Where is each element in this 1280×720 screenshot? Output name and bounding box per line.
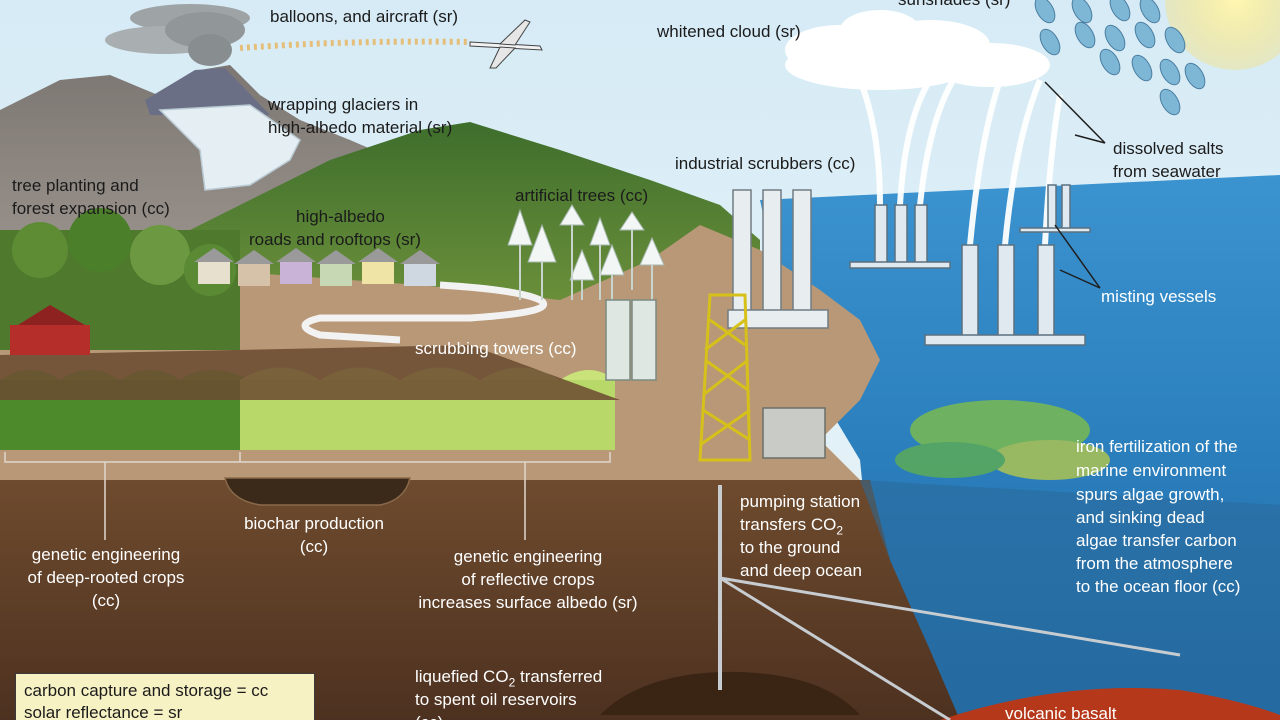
label-liquefied-2: to spent oil reservoirs: [415, 690, 577, 709]
label-volcanic-basalt: volcanic basalt: [1005, 704, 1117, 720]
pumping-station-tower: [698, 293, 752, 462]
label-tree-planting-1: tree planting and: [12, 176, 139, 195]
oil-reservoir: [600, 671, 860, 715]
legend-box: carbon capture and storage = cc solar re…: [15, 673, 315, 720]
label-tree-planting-2: forest expansion (cc): [12, 199, 170, 218]
label-dissolved-salts-2: from seawater: [1113, 162, 1221, 181]
label-biochar-2: (cc): [299, 537, 329, 556]
label-reflective-2: of reflective crops: [461, 570, 595, 589]
biochar-pit: [224, 477, 411, 506]
label-deep-rooted-3: (cc): [91, 591, 121, 610]
plowed-field: [0, 345, 620, 400]
label-deep-rooted-2: of deep-rooted crops: [27, 568, 185, 587]
high-albedo-road: [301, 281, 548, 344]
legend-cc: carbon capture and storage = cc: [24, 681, 269, 700]
label-pumping-1: pumping station: [740, 492, 861, 511]
aircraft-trail: [239, 38, 471, 51]
barn: [10, 305, 90, 355]
basalt-pipe: [719, 576, 951, 720]
label-whitened-cloud: whitened cloud (sr): [657, 22, 801, 41]
label-artificial-trees: artificial trees (cc): [515, 186, 649, 205]
volcano-smoke: [105, 4, 250, 66]
label-iron-fertilization-3: spurs algae growth,: [1076, 485, 1225, 504]
label-balloons-aircraft: balloons, and aircraft (sr): [270, 7, 459, 26]
scrubbing-towers: [605, 299, 657, 381]
label-deep-rooted-1: genetic engineering: [31, 545, 181, 564]
label-liquefied-1: liquefied CO2 transferred: [415, 667, 603, 690]
algae-bloom: [895, 400, 1110, 480]
label-wrapping-glaciers-2: high-albedo material (sr): [268, 118, 453, 137]
crop-brackets: [4, 452, 611, 540]
leader-lines: [1044, 81, 1106, 289]
aircraft: [469, 19, 543, 69]
label-iron-fertilization-5: algae transfer carbon: [1076, 531, 1237, 550]
label-iron-fertilization-1: iron fertilization of the: [1076, 437, 1238, 456]
label-pumping-3: to the ground: [740, 538, 841, 557]
glacier-wrap: [158, 104, 301, 191]
misting-plumes: [857, 68, 1063, 246]
label-high-albedo-2: roads and rooftops (sr): [249, 230, 421, 249]
label-misting-vessels: misting vessels: [1101, 287, 1217, 306]
sun: [1165, 0, 1280, 70]
label-iron-fertilization-6: from the atmosphere: [1076, 554, 1233, 573]
pump-control-box: [762, 407, 826, 459]
label-high-albedo-1: high-albedo: [296, 207, 385, 226]
whitened-cloud: [785, 10, 1050, 90]
volcano-peak: [145, 68, 270, 115]
label-reflective-3: increases surface albedo (sr): [418, 593, 638, 612]
ocean-pipe: [719, 576, 1181, 657]
label-biochar-1: biochar production: [244, 514, 384, 533]
label-sunshades: sunshades (sr): [898, 0, 1010, 11]
volcanic-basalt: [940, 688, 1280, 720]
label-wrapping-glaciers-1: wrapping glaciers in: [268, 95, 419, 114]
legend-sr: solar reflectance = sr: [24, 703, 183, 720]
label-reflective-1: genetic engineering: [453, 547, 603, 566]
label-dissolved-salts-1: dissolved salts: [1113, 139, 1224, 158]
misting-vessels: [849, 184, 1091, 346]
ocean-floor: [860, 480, 1280, 720]
label-iron-fertilization-7: to the ocean floor (cc): [1076, 577, 1241, 596]
label-industrial-scrubbers: industrial scrubbers (cc): [675, 154, 856, 173]
label-iron-fertilization-2: marine environment: [1076, 461, 1227, 480]
label-pumping-2: transfers CO2: [740, 515, 844, 538]
houses: [194, 248, 440, 286]
label-pumping-4: and deep ocean: [740, 561, 862, 580]
label-iron-fertilization-4: and sinking dead: [1076, 508, 1205, 527]
sunshades: [1034, 0, 1206, 116]
label-scrubbing-towers: scrubbing towers (cc): [415, 339, 577, 358]
industrial-scrubbers: [727, 189, 829, 329]
label-liquefied-3: (cc): [415, 711, 443, 720]
